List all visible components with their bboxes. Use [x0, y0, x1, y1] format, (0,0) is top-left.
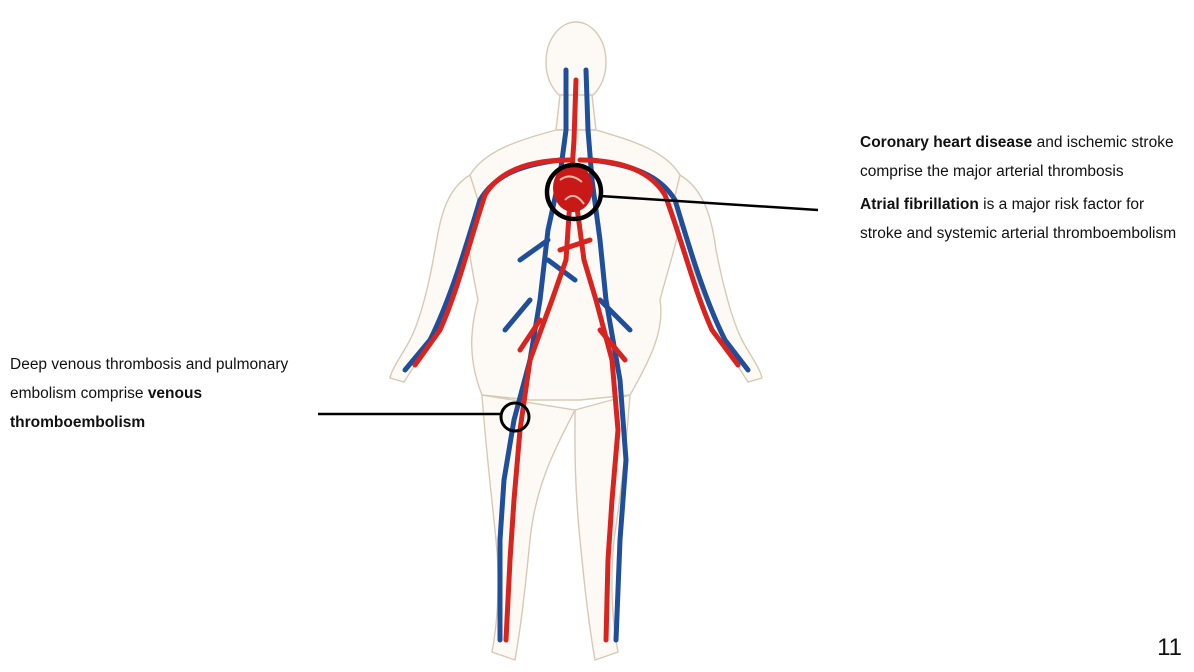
coronary-paragraph: Coronary heart disease and ischemic stro…	[860, 128, 1190, 186]
arterial-callout: Coronary heart disease and ischemic stro…	[860, 128, 1190, 252]
coronary-bold: Coronary heart disease	[860, 134, 1032, 151]
venous-paragraph: Deep venous thrombosis and pulmonary emb…	[10, 350, 310, 437]
page-number: 11	[1157, 634, 1182, 662]
atrial-paragraph: Atrial fibrillation is a major risk fact…	[860, 190, 1190, 248]
venous-callout: Deep venous thrombosis and pulmonary emb…	[10, 350, 310, 437]
atrial-bold: Atrial fibrillation	[860, 196, 979, 213]
